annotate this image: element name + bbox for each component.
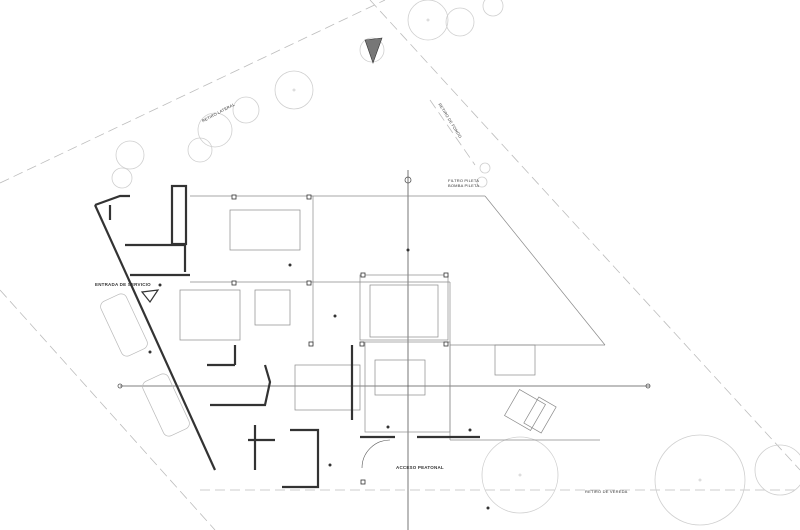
- level-marker-icons: [148, 248, 490, 510]
- pool-filter-label: FILTRO PILETA: [448, 178, 480, 183]
- tree-icons: [111, 0, 800, 526]
- service-entrance-label: ENTRADA DE SERVICIO: [95, 282, 151, 287]
- columns: [231, 194, 449, 485]
- pool-pump-label: BOMBA PILETA: [448, 183, 480, 188]
- front-setback-label: RETIRO DE VEREDA: [585, 489, 628, 494]
- door-swing: [361, 439, 391, 469]
- north-arrow-icon: [364, 37, 383, 64]
- car-icons: [100, 293, 190, 437]
- building-outline: [179, 195, 606, 441]
- axis-lines: [117, 170, 651, 530]
- walls: [93, 184, 480, 489]
- pedestrian-access-label: ACCESO PEATONAL: [396, 465, 444, 470]
- service-entrance-marker: [140, 289, 160, 304]
